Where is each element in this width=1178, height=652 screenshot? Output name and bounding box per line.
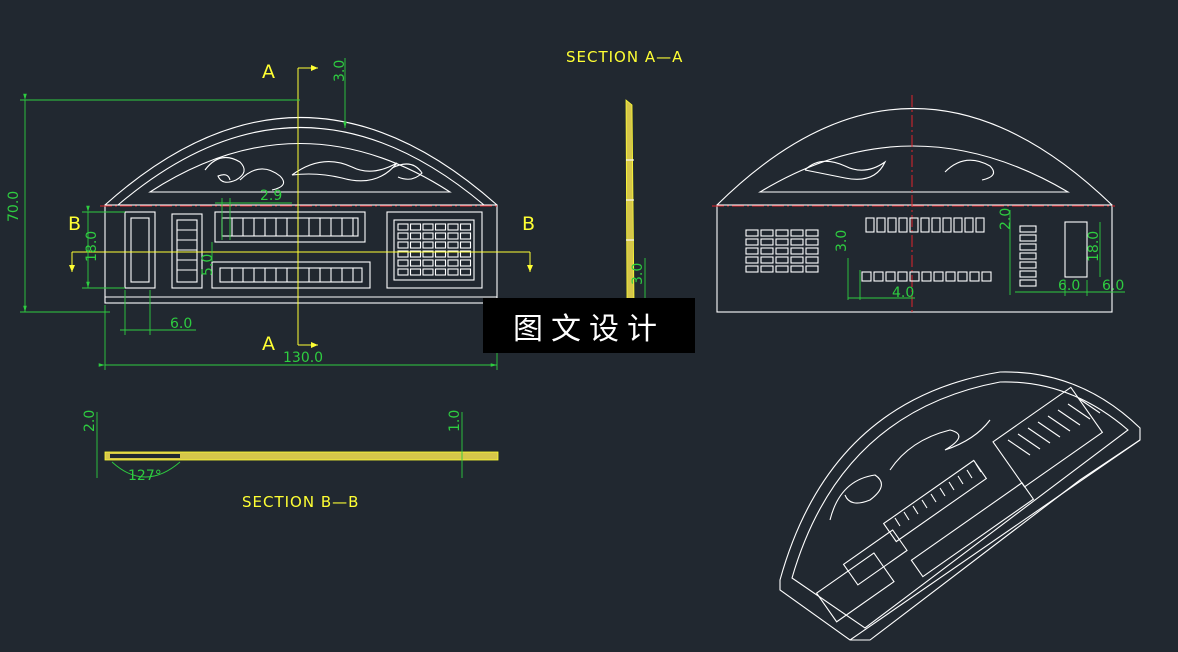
dim-back-right-w2: 6.0 — [1102, 278, 1124, 294]
dim-mid-height: 5.0 — [200, 254, 216, 276]
dim-slot-gap: 2.9 — [260, 188, 282, 204]
dim-back-right-height: 18.0 — [1086, 231, 1102, 262]
dim-bb-right-thick: 1.0 — [447, 410, 463, 432]
dim-bb-left-thick: 2.0 — [82, 410, 98, 432]
dim-bb-angle: 127° — [128, 468, 162, 484]
marker-a-top: A — [262, 61, 275, 83]
dim-bottom-gap: 6.0 — [170, 316, 192, 332]
section-aa-view: SECTION A—A 3.0 — [566, 48, 683, 301]
dim-back-right-gap: 2.0 — [998, 208, 1014, 230]
marker-b-right: B — [522, 213, 535, 235]
dim-back-left-width: 4.0 — [892, 285, 914, 301]
dim-back-right-w1: 6.0 — [1058, 278, 1080, 294]
watermark-label: 图文设计 — [483, 298, 695, 353]
section-aa-title: SECTION A—A — [566, 48, 683, 66]
section-bb-title: SECTION B—B — [242, 493, 359, 511]
isometric-view — [779, 371, 1141, 641]
dim-back-left-height: 3.0 — [834, 230, 850, 252]
dim-height: 70.0 — [6, 191, 22, 222]
back-view: 3.0 4.0 2.0 18.0 6.0 6.0 — [712, 95, 1125, 313]
marker-a-bottom: A — [262, 333, 275, 355]
dim-left-height: 18.0 — [84, 231, 100, 262]
section-bb-view: 2.0 1.0 127° SECTION B—B — [82, 410, 499, 511]
front-view: 3.0 70.0 2.9 18.0 5.0 6.0 130.0 A A B B — [6, 58, 535, 370]
dim-aa-thickness: 3.0 — [630, 263, 646, 285]
marker-b-left: B — [68, 213, 81, 235]
dim-top-offset: 3.0 — [332, 60, 348, 82]
dim-width: 130.0 — [283, 350, 323, 366]
